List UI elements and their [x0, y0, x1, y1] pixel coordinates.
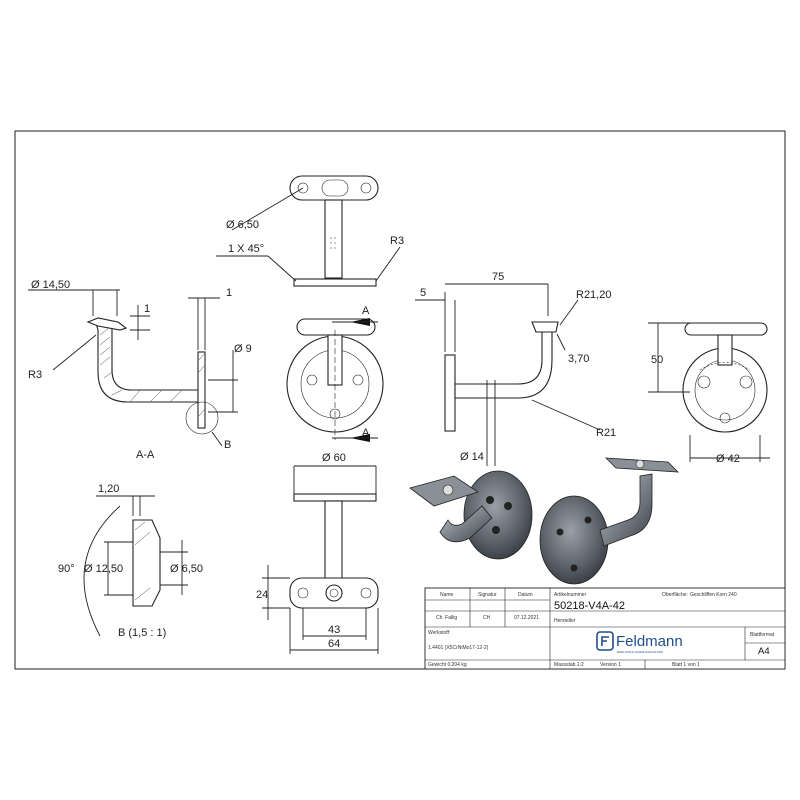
- dim-detail-thick: 1,20: [98, 483, 119, 495]
- dim-chamfer: 1 X 45°: [228, 243, 264, 255]
- dim-side-thickness: 3,70: [568, 353, 589, 365]
- dim-section-wall: 1: [144, 303, 150, 315]
- dim-detail-angle: 90°: [58, 563, 75, 575]
- dim-side-length: 75: [492, 271, 504, 283]
- side-view: 5 75 R21,20 3,70 R21 Ø 14: [415, 271, 616, 466]
- dim-side-r-bend: R21: [596, 427, 616, 439]
- isometric-view-right: [539, 457, 680, 585]
- detail-circle: [185, 401, 219, 435]
- tb-scale: Massstab 1:2: [554, 662, 584, 668]
- section-view: Ø 14,50 R3 1 1 Ø 9 B A-A: [28, 279, 252, 461]
- title-block: Name Signatur Datum Ch. Fallig CH 07.12.…: [424, 587, 786, 670]
- dim-side-pipe: Ø 14: [460, 451, 484, 463]
- tb-version: Version 1: [600, 662, 621, 668]
- sheet-frame: [14, 130, 786, 670]
- tb-header-date: Datum: [518, 592, 533, 598]
- dim-rear-dia: Ø 42: [716, 453, 740, 465]
- dim-detail-d2: Ø 6,50: [170, 563, 203, 575]
- detail-marker-b: B: [224, 439, 231, 451]
- dim-side-offset: 5: [420, 287, 426, 299]
- tb-row-date: 07.12.2021: [514, 615, 539, 621]
- tb-row-name: Ch. Fallig: [436, 615, 457, 621]
- section-view-label: A-A: [136, 449, 155, 461]
- rear-view: 50 Ø 42: [648, 322, 770, 465]
- detail-view: 1,20 90° Ø 12,50 Ø 6,50 B (1,5 : 1): [58, 483, 203, 639]
- front-view: A A: [286, 305, 384, 442]
- tb-row-signature: CH: [483, 615, 491, 621]
- tb-format-value: A4: [758, 646, 770, 657]
- dim-top-hole: Ø 6,50: [226, 219, 259, 231]
- dim-detail-d1: Ø 12,50: [84, 563, 123, 575]
- tb-article-number: 50218-V4A-42: [554, 600, 625, 612]
- tb-material-label: Werkstoff:: [428, 630, 450, 636]
- tb-surface-value: Geschliffen Korn 240: [690, 592, 737, 598]
- dim-plate-inner: 43: [328, 624, 340, 636]
- dim-rear-height: 50: [651, 354, 663, 366]
- logo-wordmark: Feldmann: [616, 633, 683, 650]
- dim-plate-height: 24: [256, 589, 268, 601]
- section-marker-bottom: A: [362, 427, 370, 439]
- dim-section-plate: 1: [226, 287, 232, 299]
- isometric-view-left: [409, 470, 533, 560]
- tb-format-label: Blattformat: [750, 632, 775, 638]
- dim-side-r-top: R21,20: [576, 289, 611, 301]
- tb-weight: Gewicht 0,204 kg: [428, 662, 467, 668]
- dim-plate-outer: 64: [328, 638, 340, 650]
- dim-section-pipe: Ø 14,50: [31, 279, 70, 291]
- top-view: Ø 6,50 1 X 45° R3: [216, 175, 404, 287]
- tb-producer-label: Hersteller: [554, 618, 576, 624]
- tb-sheet: Blatt 1 von 1: [672, 662, 700, 668]
- dim-top-radius: R3: [390, 235, 404, 247]
- detail-view-label: B (1,5 : 1): [118, 627, 166, 639]
- feldmann-logo: Feldmann EDELSTAHL HANDLAUFHALTER: [596, 631, 683, 654]
- logo-tagline: EDELSTAHL HANDLAUFHALTER: [617, 650, 664, 654]
- tb-header-name: Name: [440, 592, 454, 598]
- tb-header-signature: Signatur: [478, 592, 497, 598]
- dim-section-hole: Ø 9: [234, 343, 252, 355]
- tb-article-label: Artikelnummer: [554, 592, 587, 598]
- bottom-view: Ø 60 24 43 64: [256, 452, 379, 654]
- tb-surface-label: Oberfläche:: [662, 592, 688, 598]
- dim-section-radius: R3: [28, 369, 42, 381]
- dim-plate-dia: Ø 60: [322, 452, 346, 464]
- tb-material-value: 1.4401 (X5CrNiMo17-12-2): [428, 645, 489, 651]
- section-marker-top: A: [362, 305, 370, 317]
